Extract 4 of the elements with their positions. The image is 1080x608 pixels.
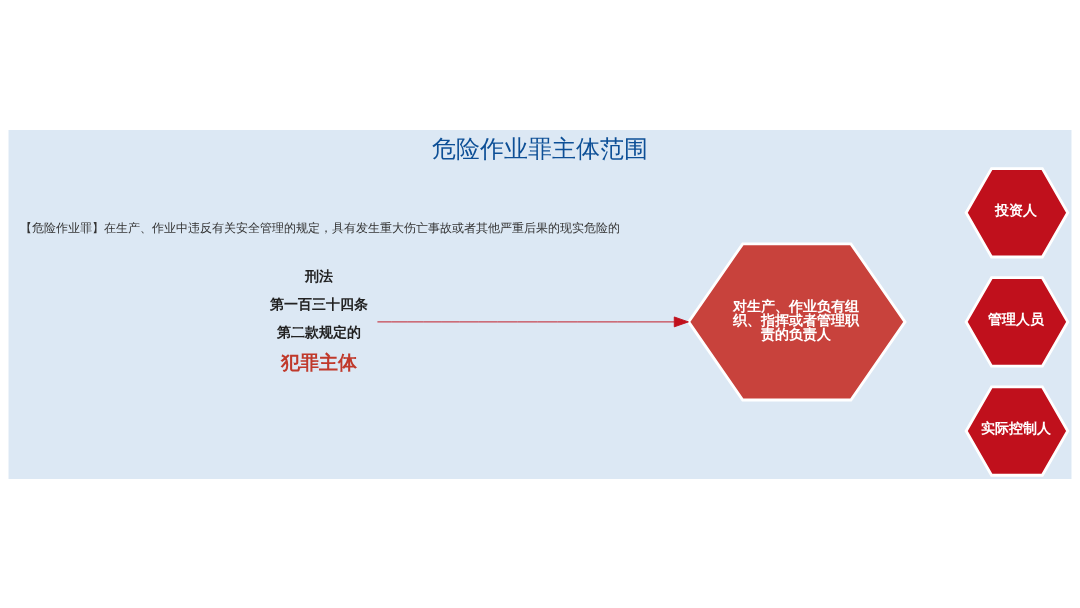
node-text: 刑法 第一百三十四条 第二款规定的 犯罪主体 — [270, 267, 369, 373]
diagram-title: 危险作业罪主体范围 — [432, 133, 648, 163]
arrow — [376, 316, 689, 327]
caption: 【危险作业罪】在生产、作业中违反有关安全管理的规定，具有发生重大伤亡事故或者其他严重后果的现实危险的 — [19, 220, 620, 235]
